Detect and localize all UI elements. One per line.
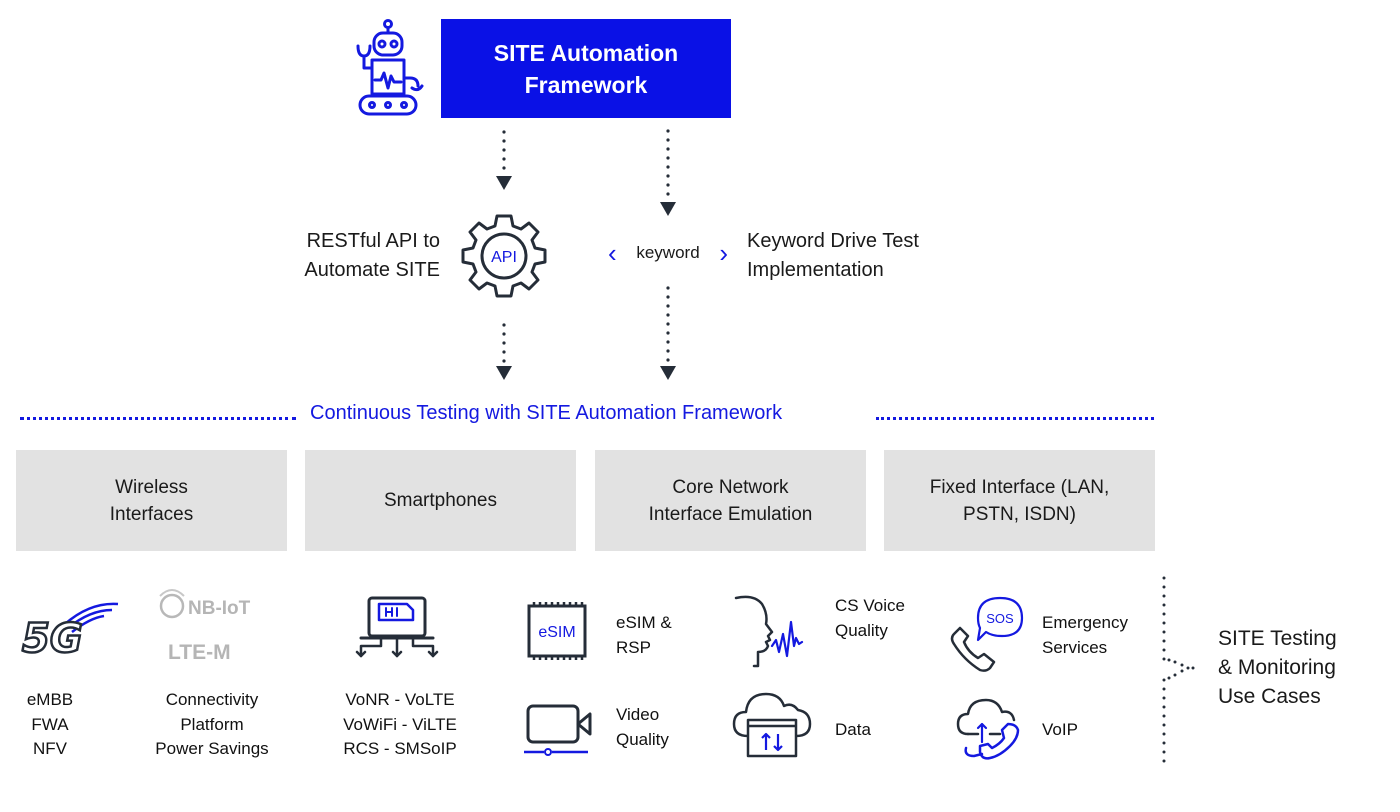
- side-bracket: [1162, 576, 1195, 763]
- chevron-left-icon: ‹: [608, 238, 617, 268]
- emergency-services-label: Emergency Services: [1042, 613, 1128, 657]
- svg-text:eSIM: eSIM: [538, 624, 575, 641]
- category-fixed-interface: Fixed Interface (LAN,PSTN, ISDN): [884, 450, 1155, 551]
- api-gear-icon: API: [461, 212, 547, 298]
- framework-title-box: SITE Automation Framework: [441, 19, 731, 118]
- data-label: Data: [835, 720, 871, 739]
- band-title: Continuous Testing with SITE Automation …: [310, 402, 783, 424]
- api-label: RESTful API to Automate SITE: [304, 230, 440, 281]
- keyword-label: Keyword Drive Test Implementation: [747, 230, 919, 281]
- video-camera-icon: [524, 702, 594, 756]
- svg-text:5G: 5G: [22, 616, 83, 662]
- iot-caption: Connectivity Platform Power Savings: [155, 690, 269, 758]
- cloud-phone-icon: [956, 694, 1026, 764]
- voice-head-icon: [734, 594, 814, 670]
- svg-text:NB-IoT: NB-IoT: [188, 598, 251, 619]
- category-smartphones: Smartphones: [305, 450, 576, 551]
- keyword-tag: ‹ keyword ›: [608, 239, 728, 267]
- title-line-1: SITE Automation: [493, 39, 679, 66]
- laptop-sim-icon: [355, 594, 439, 664]
- arrow-to-keyword: [660, 129, 676, 216]
- esim-icon: eSIM: [526, 600, 590, 662]
- robot-icon: [348, 18, 428, 118]
- side-label: SITE Testing & Monitoring Use Cases: [1218, 627, 1337, 708]
- svg-text:API: API: [491, 249, 517, 266]
- smartphones-caption: VoNR - VoLTE VoWiFi - ViLTE RCS - SMSoIP: [343, 690, 457, 758]
- cs-voice-quality-label: CS Voice Quality: [835, 596, 905, 640]
- arrow-from-keyword: [660, 286, 676, 380]
- svg-text:LTE-M: LTE-M: [168, 641, 231, 664]
- video-quality-label: Video Quality: [616, 705, 669, 749]
- 5g-logo-icon: 5G: [20, 594, 120, 664]
- band-dotline-left: [20, 417, 296, 420]
- cloud-data-icon: [732, 690, 812, 760]
- chevron-right-icon: ›: [719, 238, 728, 268]
- arrow-from-api: [496, 323, 512, 380]
- sos-phone-icon: SOS: [948, 594, 1028, 674]
- nbiot-logo-icon: NB-IoT: [156, 584, 271, 624]
- band-dotline-right: [876, 417, 1154, 420]
- svg-text:SOS: SOS: [986, 611, 1014, 626]
- arrow-to-api: [496, 130, 512, 190]
- ltem-logo-icon: LTE-M: [168, 634, 268, 670]
- esim-label: eSIM & RSP: [616, 613, 672, 657]
- title-line-2: Framework: [524, 71, 648, 98]
- 5g-caption: eMBB FWA NFV: [26, 690, 74, 758]
- keyword-text: keyword: [636, 243, 700, 262]
- voip-label: VoIP: [1042, 720, 1078, 739]
